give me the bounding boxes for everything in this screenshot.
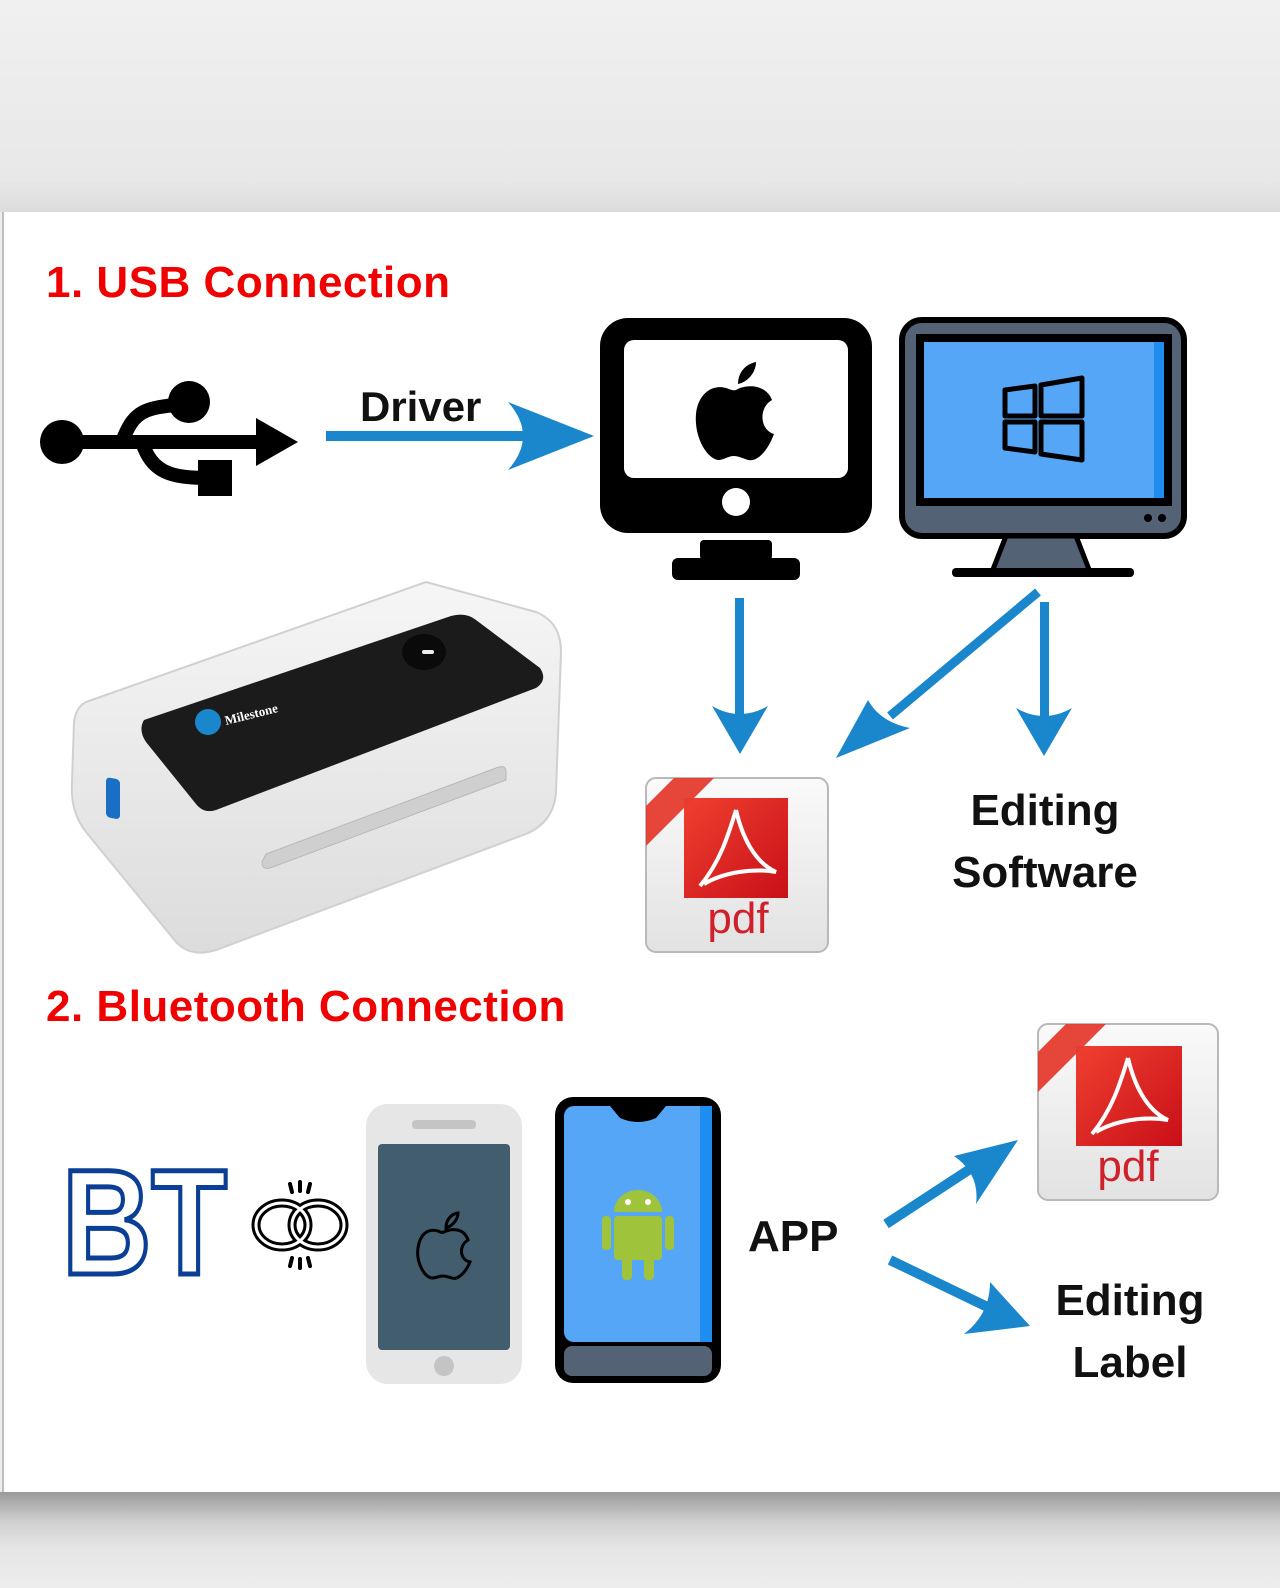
top-background bbox=[0, 0, 1280, 212]
app-output-arrows bbox=[883, 1140, 1030, 1334]
bottom-shadow bbox=[0, 1492, 1280, 1588]
app-to-editing-label-arrow bbox=[887, 1255, 1005, 1319]
pdf-file-icon-bluetooth: pdf bbox=[1036, 1022, 1220, 1207]
pdf-icon-label: pdf bbox=[707, 894, 769, 943]
pdf-file-icon: pdf bbox=[644, 776, 832, 959]
usb-section-title: 1. USB Connection bbox=[46, 258, 451, 307]
usb-icon bbox=[40, 381, 298, 496]
android-logo-icon bbox=[602, 1190, 674, 1280]
bluetooth-section-title: 2. Bluetooth Connection bbox=[46, 982, 566, 1031]
label-printer-image: Milestone bbox=[70, 580, 563, 954]
windows-computer-icon bbox=[899, 317, 1187, 577]
mac-computer-icon bbox=[600, 318, 872, 580]
editing-label-text: Editing Label bbox=[1030, 1270, 1230, 1394]
driver-arrow bbox=[326, 402, 594, 470]
editing-label-line-1: Editing bbox=[1055, 1276, 1205, 1325]
editing-software-line-2: Software bbox=[952, 848, 1138, 897]
link-chain-icon bbox=[251, 1180, 349, 1270]
pdf-icon-label: pdf bbox=[1097, 1142, 1159, 1191]
editing-software-line-1: Editing bbox=[970, 786, 1120, 835]
bt-logo-text: BT bbox=[62, 1138, 227, 1306]
driver-label: Driver bbox=[360, 383, 482, 430]
milestone-logo-icon bbox=[195, 709, 221, 735]
app-label: APP bbox=[748, 1212, 839, 1261]
iphone-icon bbox=[366, 1104, 522, 1384]
apple-logo-icon bbox=[695, 362, 774, 461]
windows-logo-icon bbox=[1002, 375, 1085, 463]
apple-logo-icon bbox=[416, 1211, 473, 1280]
windows-to-software-arrow bbox=[1040, 602, 1049, 722]
android-phone-icon bbox=[555, 1097, 721, 1383]
usb-output-arrows bbox=[712, 588, 1072, 758]
editing-label-line-2: Label bbox=[1072, 1338, 1188, 1387]
windows-to-pdf-arrow bbox=[887, 588, 1041, 720]
mac-to-pdf-arrow bbox=[735, 598, 744, 718]
editing-software-label: Editing Software bbox=[920, 780, 1170, 904]
bt-logo: BT bbox=[60, 1136, 232, 1309]
